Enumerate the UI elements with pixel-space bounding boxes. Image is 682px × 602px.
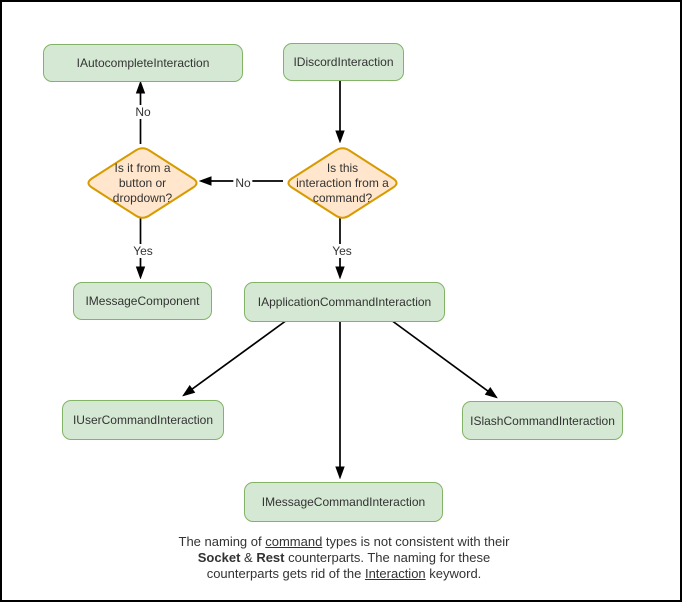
edge-label-yes-right: Yes <box>330 244 354 258</box>
note-line-1: The naming of command types is not consi… <box>178 534 510 549</box>
node-islashcommandinteraction: ISlashCommandInteraction <box>462 401 623 440</box>
diamond-shape-icon <box>287 147 398 219</box>
decision-from-command: Is this interaction from a command? <box>285 146 400 220</box>
diamond-shape-icon <box>87 147 198 219</box>
node-iapplicationcommandinteraction: IApplicationCommandInteraction <box>244 282 445 322</box>
decision-button-or-dropdown-label: Is it from a button or dropdown? <box>112 160 173 205</box>
note-line-3: counterparts gets rid of the Interaction… <box>206 566 482 581</box>
decision-from-command-label: Is this interaction from a command? <box>296 160 389 205</box>
node-imessagecomponent: IMessageComponent <box>73 282 212 320</box>
decision-button-or-dropdown: Is it from a button or dropdown? <box>85 146 200 220</box>
node-idiscordinteraction: IDiscordInteraction <box>283 43 404 81</box>
node-iusercommandinteraction: IUserCommandInteraction <box>62 400 224 440</box>
edge-label-no-top: No <box>133 105 153 119</box>
note-line-2: Socket & Rest counterparts. The naming f… <box>197 550 491 565</box>
edge-label-yes-left: Yes <box>131 244 155 258</box>
node-iautocompleteinteraction: IAutocompleteInteraction <box>43 44 243 82</box>
node-imessagecommandinteraction: IMessageCommandInteraction <box>244 482 443 522</box>
note-text: The naming of command types is not consi… <box>114 534 574 582</box>
edge-label-no-between: No <box>233 176 253 190</box>
